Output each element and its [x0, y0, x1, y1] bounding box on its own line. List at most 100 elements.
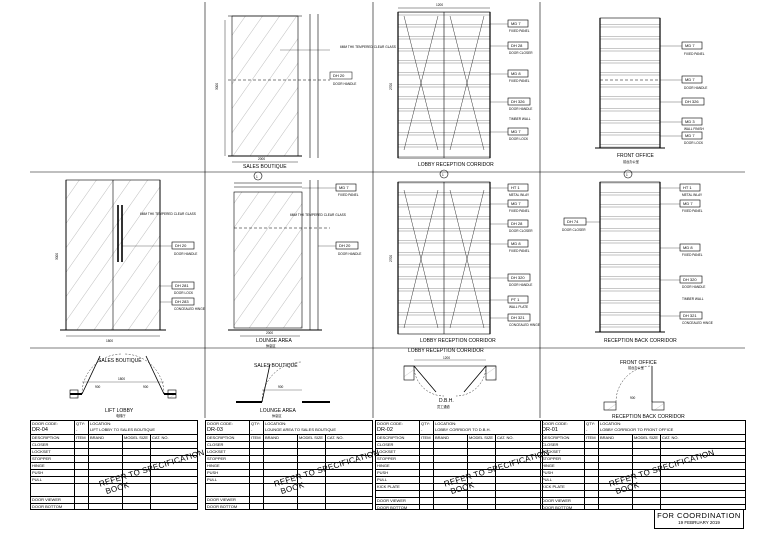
- plan-front-office: [603, 365, 665, 411]
- qty-label: QTY:: [586, 421, 596, 426]
- row-description: DOOR VIEWER: [376, 498, 420, 504]
- row-model: [123, 463, 151, 469]
- row-cat: [496, 484, 542, 490]
- row-description: HINGE: [541, 463, 585, 469]
- schedule-header: DOOR CODE:DR-04 QTY:- LOCATION:LIFT LOBB…: [31, 421, 197, 435]
- row-model: [123, 449, 151, 455]
- dim-1800-e4: 1800: [106, 339, 113, 343]
- row-item: [420, 442, 434, 448]
- row-brand: [434, 470, 468, 476]
- tag-dh320-e7: DH 320: [683, 277, 697, 282]
- sheet-grid: [30, 2, 745, 418]
- table-row: PULL: [31, 477, 197, 484]
- row-model: [468, 477, 496, 483]
- tag-dh20-e4: DH 20: [175, 243, 187, 248]
- tag-dh20-e5: DH 20: [339, 243, 351, 248]
- row-description: HINGE: [376, 463, 420, 469]
- row-description: STOPPER: [206, 456, 250, 462]
- col-model-size: MODEL SIZE: [298, 435, 326, 441]
- row-item: [250, 497, 264, 503]
- table-row: KICK PLATE: [541, 484, 745, 491]
- row-brand: [89, 442, 123, 448]
- row-model: [468, 498, 496, 504]
- col-cat-no: CAT. NO.: [497, 435, 514, 440]
- row-item: [585, 498, 599, 504]
- row-model: [633, 477, 661, 483]
- elevation-reception-back: [563, 169, 703, 333]
- col-description: DESCRIPTION: [206, 435, 250, 441]
- tag-ht1-e7: HT 1: [683, 185, 692, 190]
- note-door-handle-e6: DOOR HANDLE: [509, 283, 532, 287]
- caption-lounge-area: LOUNGE AREA: [256, 338, 293, 344]
- table-row: LOCKSET: [31, 449, 197, 456]
- dim-1200-p3: 1200: [443, 356, 450, 360]
- note-glass-e4: 6MM THK TEMPERED CLEAR GLASS: [140, 212, 196, 216]
- tag-md7-e2b: MD 7: [511, 129, 521, 134]
- row-item: [585, 484, 599, 490]
- door-code-label: DOOR CODE:: [207, 421, 233, 426]
- note-fixed-panel-e7b: FIXED PANEL: [682, 253, 703, 257]
- tag-md7-e7: MD 7: [683, 201, 693, 206]
- location-cell: LOCATION:LIFT LOBBY TO SALES BOUTIQUE: [89, 421, 197, 434]
- row-model: [633, 449, 661, 455]
- location-label: LOCATION:: [90, 421, 112, 426]
- qty-label: QTY:: [76, 421, 86, 426]
- row-model: [468, 456, 496, 462]
- table-row: PUSH: [206, 470, 372, 477]
- note-fixed-panel-e6: FIXED PANEL: [509, 209, 530, 213]
- elevation-lobby-reception-2: [397, 169, 531, 335]
- row-item: [420, 477, 434, 483]
- note-fixed-panel-e3: FIXED PANEL: [684, 52, 705, 56]
- row-model: [298, 442, 326, 448]
- row-cat: [326, 442, 372, 448]
- row-brand: [599, 449, 633, 455]
- row-model: [123, 456, 151, 462]
- row-item: [585, 456, 599, 462]
- tag-md8-e6: MD 8: [511, 241, 521, 246]
- row-brand: [599, 477, 633, 483]
- door-code-cell: DOOR CODE:DR-02: [376, 421, 420, 434]
- table-row: PULL: [541, 477, 745, 484]
- row-cat: [326, 504, 372, 509]
- qty-value: -: [421, 427, 423, 432]
- door-code-value: DR-01: [542, 427, 558, 433]
- caption-plan4-top: FRONT OFFICE: [620, 360, 658, 366]
- location-cell: LOCATION:LOBBY CORRIDOR TO FRONT OFFICE: [599, 421, 745, 434]
- location-label: LOCATION:: [600, 421, 622, 426]
- stamp-date: 19 FEBRUARY 2019: [678, 520, 720, 525]
- table-row: DOOR BOTTOM: [541, 505, 745, 509]
- dim-2000-e1: 2000: [258, 157, 265, 161]
- row-description: DOOR BOTTOM: [206, 504, 250, 509]
- row-model: [468, 484, 496, 490]
- dim-900-p4: 900: [630, 396, 636, 400]
- row-cat: [151, 497, 197, 503]
- qty-cell: QTY:-: [250, 421, 264, 434]
- row-brand: [599, 463, 633, 469]
- row-cat: [661, 442, 745, 448]
- location-value: LOBBY CORRIDOR TO D.B.H.: [435, 427, 491, 432]
- table-row: DOOR VIEWER: [376, 498, 542, 505]
- row-item: [75, 449, 89, 455]
- note-door-lock-e2: DOOR LOCK: [509, 137, 529, 141]
- row-item: [585, 442, 599, 448]
- table-row: LOCKSET: [206, 449, 372, 456]
- row-description: STOPPER: [31, 456, 75, 462]
- note-glass-e1: 6MM THK TEMPERED CLEAR GLASS: [340, 45, 396, 49]
- row-description: STOPPER: [541, 456, 585, 462]
- elevation-lobby-reception: [397, 7, 531, 159]
- row-item: [75, 497, 89, 503]
- col-brand: BRAND: [599, 435, 633, 441]
- row-description: LOCKSET: [541, 449, 585, 455]
- col-cat-no: CAT. NO.: [152, 435, 169, 440]
- row-brand: [599, 456, 633, 462]
- table-row: CLOSER: [376, 442, 542, 449]
- row-model: [633, 442, 661, 448]
- row-item: [250, 456, 264, 462]
- elevation-lift-lobby: [60, 179, 195, 337]
- location-cell: LOCATION:LOBBY CORRIDOR TO D.B.H.: [434, 421, 542, 434]
- row-cat: [496, 505, 542, 509]
- row-description: LOCKSET: [31, 449, 75, 455]
- door-code-value: DR-02: [377, 427, 393, 433]
- row-item: [585, 505, 599, 509]
- table-row: STOPPER: [541, 456, 745, 463]
